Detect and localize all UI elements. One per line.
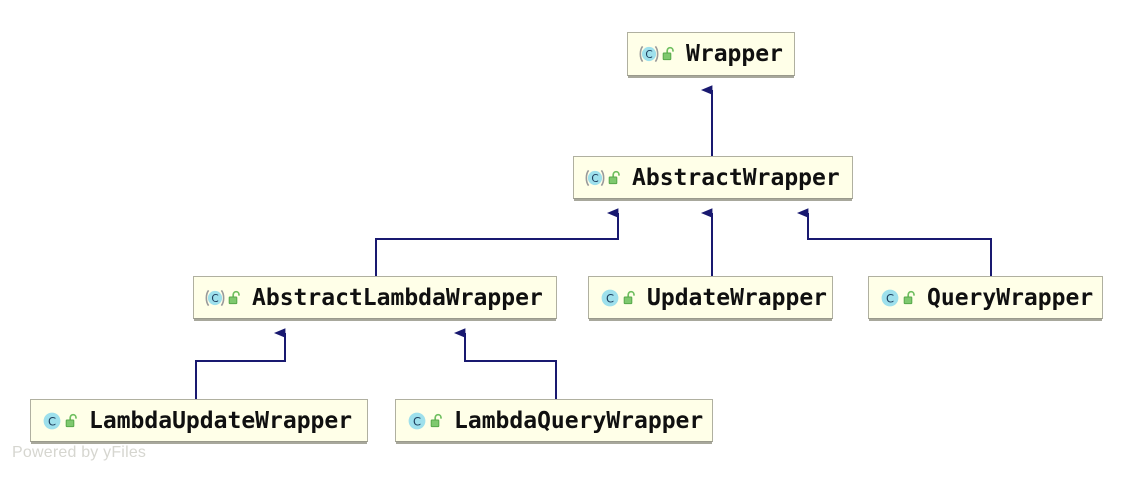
open-padlock-icon — [608, 170, 620, 184]
class-name-label: LambdaQueryWrapper — [454, 407, 704, 434]
open-padlock-icon — [65, 413, 77, 427]
edge-lambdaupdatewrapper-to-abstractlambdawrapper — [195, 328, 286, 399]
node-icon-group: C — [599, 288, 638, 308]
open-padlock-icon — [228, 290, 240, 304]
open-padlock-icon — [430, 413, 442, 427]
class-icon: C — [601, 289, 619, 306]
svg-text:C: C — [591, 173, 598, 185]
open-padlock-icon — [662, 46, 674, 61]
svg-text:C: C — [645, 49, 652, 61]
svg-text:C: C — [606, 291, 614, 305]
node-icon-group: C — [41, 411, 80, 431]
edge-lambdaquerywrapper-to-abstractlambdawrapper — [453, 328, 557, 399]
class-icon: C — [881, 289, 899, 306]
open-padlock-icon — [903, 290, 915, 304]
class-icon: C — [408, 412, 426, 429]
node-icon-group: C — [879, 288, 918, 308]
svg-text:C: C — [886, 291, 894, 305]
abstract-class-icon: C — [585, 169, 605, 186]
class-icon: C — [43, 412, 61, 429]
abstract-class-icon: C — [205, 289, 225, 306]
class-node-abstract-wrapper[interactable]: C AbstractWrapper — [573, 156, 853, 199]
node-icon-group: C — [638, 44, 677, 64]
svg-text:C: C — [211, 293, 218, 305]
yfiles-watermark: Powered by yFiles — [12, 444, 147, 461]
svg-text:C: C — [48, 414, 56, 428]
edge-abstractlambdawrapper-to-abstractwrapper — [375, 208, 619, 276]
class-name-label: QueryWrapper — [927, 284, 1094, 311]
class-name-label: LambdaUpdateWrapper — [89, 407, 353, 434]
edge-querywrapper-to-abstractwrapper — [796, 208, 992, 276]
node-icon-group: C — [406, 411, 445, 431]
class-name-label: Wrapper — [686, 41, 783, 67]
class-node-lambda-query-wrapper[interactable]: C LambdaQueryWrapper — [395, 399, 713, 442]
class-node-update-wrapper[interactable]: C UpdateWrapper — [588, 276, 833, 319]
class-name-label: UpdateWrapper — [647, 284, 828, 311]
open-padlock-icon — [623, 290, 635, 304]
node-icon-group: C — [204, 288, 243, 308]
abstract-class-icon: C — [639, 45, 659, 63]
svg-text:C: C — [413, 414, 421, 428]
class-node-lambda-update-wrapper[interactable]: C LambdaUpdateWrapper — [30, 399, 368, 442]
class-name-label: AbstractLambdaWrapper — [252, 284, 543, 311]
class-node-wrapper[interactable]: C Wrapper — [627, 32, 795, 76]
node-icon-group: C — [584, 168, 623, 188]
class-name-label: AbstractWrapper — [632, 164, 840, 191]
class-node-abstract-lambda-wrapper[interactable]: C AbstractLambdaWrapper — [193, 276, 557, 319]
class-node-query-wrapper[interactable]: C QueryWrapper — [868, 276, 1103, 319]
